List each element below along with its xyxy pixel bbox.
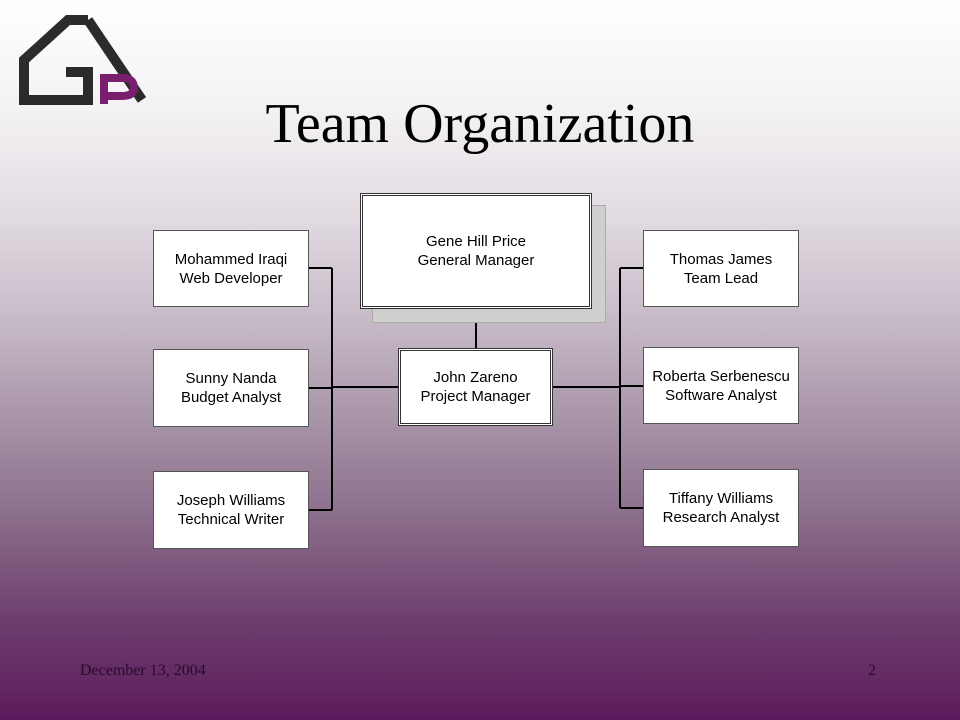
project-manager-box: John Zareno Project Manager bbox=[398, 348, 553, 426]
page-title: Team Organization bbox=[265, 93, 695, 155]
right-team-member-3: Tiffany Williams Research Analyst bbox=[643, 469, 799, 547]
general-manager-name: Gene Hill Price bbox=[425, 233, 527, 250]
member-name: Tiffany Williams bbox=[668, 490, 774, 507]
general-manager-box: Gene Hill Price General Manager bbox=[360, 193, 592, 309]
member-name: Joseph Williams bbox=[176, 492, 286, 509]
project-manager-name: John Zareno bbox=[433, 369, 518, 386]
gp-logo-icon bbox=[19, 15, 146, 105]
member-role: Team Lead bbox=[683, 269, 759, 287]
left-team-member-2: Sunny Nanda Budget Analyst bbox=[153, 349, 309, 427]
right-team-member-2: Roberta Serbenescu Software Analyst bbox=[643, 347, 799, 424]
member-role: Web Developer bbox=[179, 269, 283, 287]
member-name: Mohammed Iraqi bbox=[174, 250, 288, 268]
right-team-member-1: Thomas James Team Lead bbox=[643, 230, 799, 307]
member-role: Budget Analyst bbox=[180, 389, 282, 406]
left-team-member-3: Joseph Williams Technical Writer bbox=[153, 471, 309, 549]
member-name: Thomas James bbox=[669, 250, 773, 268]
member-role: Technical Writer bbox=[177, 511, 285, 528]
left-team-member-1: Mohammed Iraqi Web Developer bbox=[153, 230, 309, 307]
member-role: Software Analyst bbox=[665, 386, 777, 404]
slide-number: 2 bbox=[868, 662, 876, 679]
general-manager-role: General Manager bbox=[417, 252, 535, 269]
member-name: Sunny Nanda bbox=[185, 370, 277, 387]
footer-date: December 13, 2004 bbox=[80, 662, 206, 679]
project-manager-role: Project Manager bbox=[420, 388, 531, 405]
member-role: Research Analyst bbox=[662, 509, 780, 526]
member-name: Roberta Serbenescu bbox=[652, 367, 790, 385]
